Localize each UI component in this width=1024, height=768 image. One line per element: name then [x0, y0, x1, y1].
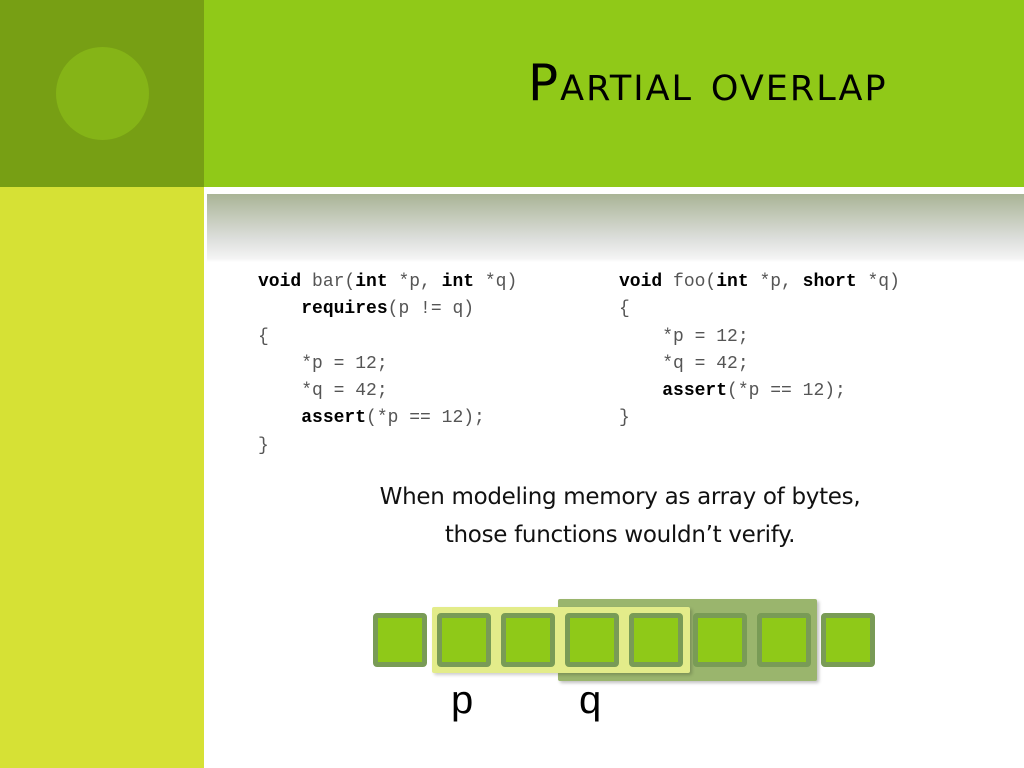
code-line: } [258, 433, 517, 460]
code-line: *p = 12; [258, 351, 517, 378]
code-keyword: short [802, 272, 857, 292]
memory-byte-cell [373, 613, 427, 667]
code-keyword: int [716, 272, 749, 292]
memory-byte-cell [437, 613, 491, 667]
gradient-band [207, 194, 1024, 262]
code-line: *p = 12; [619, 324, 900, 351]
code-text [619, 381, 662, 401]
code-text [258, 299, 301, 319]
code-line: *q = 42; [619, 351, 900, 378]
code-text: } [258, 435, 269, 456]
caption: When modeling memory as array of bytes, … [300, 478, 940, 554]
slide-title: Partial overlap [528, 54, 888, 112]
code-line: *q = 42; [258, 378, 517, 405]
code-block-foo: void foo(int *p, short *q) { *p = 12; *q … [619, 269, 900, 433]
caption-line-1: When modeling memory as array of bytes, [379, 484, 861, 510]
memory-byte-cell [821, 613, 875, 667]
corner-decoration-block [0, 0, 204, 187]
caption-line-2: those functions wouldn’t verify. [444, 522, 796, 548]
code-line: assert(*p == 12); [258, 405, 517, 432]
code-text: *p, [387, 272, 442, 292]
code-keyword: int [441, 272, 475, 292]
code-text: } [619, 408, 630, 429]
code-keyword: requires [301, 299, 388, 320]
code-block-bar: void bar(int *p, int *q) requires(p != q… [258, 269, 517, 460]
pointer-label-p: p [451, 678, 474, 722]
code-text: *q = 42; [619, 353, 749, 374]
code-line: requires(p != q) [258, 296, 517, 323]
memory-byte-cell [501, 613, 555, 667]
divider [204, 187, 1024, 193]
code-text: { [258, 326, 269, 347]
code-keyword: void [619, 272, 663, 292]
code-text: *p = 12; [258, 353, 388, 374]
code-line: } [619, 405, 900, 432]
memory-byte-cell [693, 613, 747, 667]
code-text: *p, [748, 272, 803, 292]
pointer-label-q: q [579, 678, 602, 722]
code-keyword: assert [301, 408, 367, 429]
memory-byte-cell [565, 613, 619, 667]
code-text: *q) [856, 272, 900, 292]
code-keyword: assert [662, 381, 728, 402]
code-text: (p != q) [387, 299, 475, 320]
code-line: { [619, 296, 900, 323]
code-text: (*p == 12); [366, 408, 485, 429]
code-line: assert(*p == 12); [619, 378, 900, 405]
code-text: *q = 42; [258, 381, 388, 402]
code-text: (*p == 12); [727, 381, 846, 402]
code-line: void bar(int *p, int *q) [258, 269, 517, 296]
code-line: void foo(int *p, short *q) [619, 269, 900, 296]
memory-byte-cell [629, 613, 683, 667]
code-keyword: int [355, 272, 388, 292]
code-text: *q) [474, 272, 518, 292]
code-text: bar( [301, 272, 356, 292]
decorative-circle [56, 47, 149, 140]
title-band [204, 0, 1024, 187]
memory-byte-cell [757, 613, 811, 667]
code-text: *p = 12; [619, 326, 749, 347]
code-keyword: void [258, 272, 302, 292]
code-text: foo( [662, 272, 717, 292]
code-text: { [619, 299, 630, 320]
left-accent-bar [0, 187, 204, 768]
code-text [258, 408, 301, 428]
code-line: { [258, 324, 517, 351]
